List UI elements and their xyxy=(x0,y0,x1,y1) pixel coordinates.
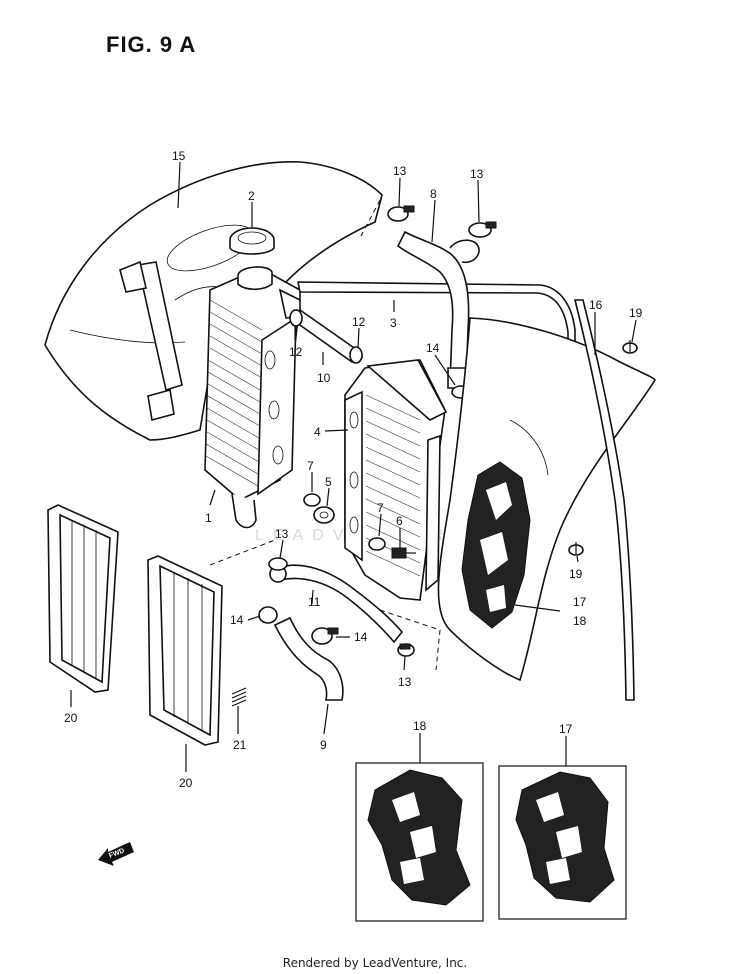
hose-clamp xyxy=(468,221,497,238)
decal-detail-box xyxy=(498,765,627,920)
fwd-arrow-icon: FWD xyxy=(98,842,134,866)
hose-clamp xyxy=(387,205,415,222)
decal-detail-box xyxy=(355,762,484,922)
callout-20: 20 xyxy=(64,711,78,725)
callout-7: 7 xyxy=(377,501,384,515)
callout-7: 7 xyxy=(307,459,314,473)
callout-16: 16 xyxy=(589,298,603,312)
callout-12: 12 xyxy=(289,345,303,359)
collar xyxy=(303,493,321,507)
callout-2: 2 xyxy=(248,189,255,203)
callout-14: 14 xyxy=(426,341,440,355)
callout-15: 15 xyxy=(172,149,186,163)
callout-13: 13 xyxy=(393,164,407,178)
hose-clamp xyxy=(397,643,415,657)
radiator-guard xyxy=(47,504,119,693)
bolt xyxy=(568,542,584,556)
assembly-guides xyxy=(209,199,441,671)
callout-10: 10 xyxy=(317,371,331,385)
callout-4: 4 xyxy=(314,425,321,439)
hose-clamp xyxy=(258,606,278,624)
callout-14: 14 xyxy=(230,613,244,627)
callout-6: 6 xyxy=(396,514,403,528)
callout-1: 1 xyxy=(205,511,212,525)
callout-18: 18 xyxy=(573,614,587,628)
callout-13: 13 xyxy=(470,167,484,181)
callout-21: 21 xyxy=(233,738,247,752)
callout-12: 12 xyxy=(352,315,366,329)
callout-17: 17 xyxy=(559,722,573,736)
radiator-right xyxy=(344,359,448,601)
callout-13: 13 xyxy=(275,527,289,541)
callout-14: 14 xyxy=(354,630,368,644)
callout-8: 8 xyxy=(430,187,437,201)
leader-lines xyxy=(70,161,637,772)
callout-5: 5 xyxy=(325,475,332,489)
hose-clamp xyxy=(268,557,288,571)
callout-13: 13 xyxy=(398,675,412,689)
figure-title: FIG. 9 A xyxy=(106,32,197,57)
callout-9: 9 xyxy=(320,738,327,752)
collar xyxy=(368,537,386,551)
callout-19: 19 xyxy=(569,567,583,581)
spring xyxy=(231,687,247,707)
bottom-hose xyxy=(273,616,344,701)
callout-20: 20 xyxy=(179,776,193,790)
callout-3: 3 xyxy=(390,316,397,330)
callout-17: 17 xyxy=(573,595,587,609)
pipe-clamp xyxy=(349,346,363,364)
radiator-guard xyxy=(147,555,223,746)
callout-19: 19 xyxy=(629,306,643,320)
callout-labels: 15 2 13 8 13 16 19 3 12 12 10 14 4 7 5 7… xyxy=(64,149,643,790)
bolt xyxy=(391,547,416,559)
bolt xyxy=(622,340,638,354)
radiator-left xyxy=(204,266,301,529)
radiator-cap xyxy=(229,227,275,255)
shroud-decal xyxy=(461,461,531,629)
callout-18: 18 xyxy=(413,719,427,733)
hose-clamp xyxy=(311,627,339,645)
footer-credit: Rendered by LeadVenture, Inc. xyxy=(282,956,468,970)
pipe-clamp xyxy=(289,309,303,327)
grommet xyxy=(313,506,335,524)
radiator-shroud-right xyxy=(437,299,656,701)
callout-11: 11 xyxy=(308,595,321,609)
